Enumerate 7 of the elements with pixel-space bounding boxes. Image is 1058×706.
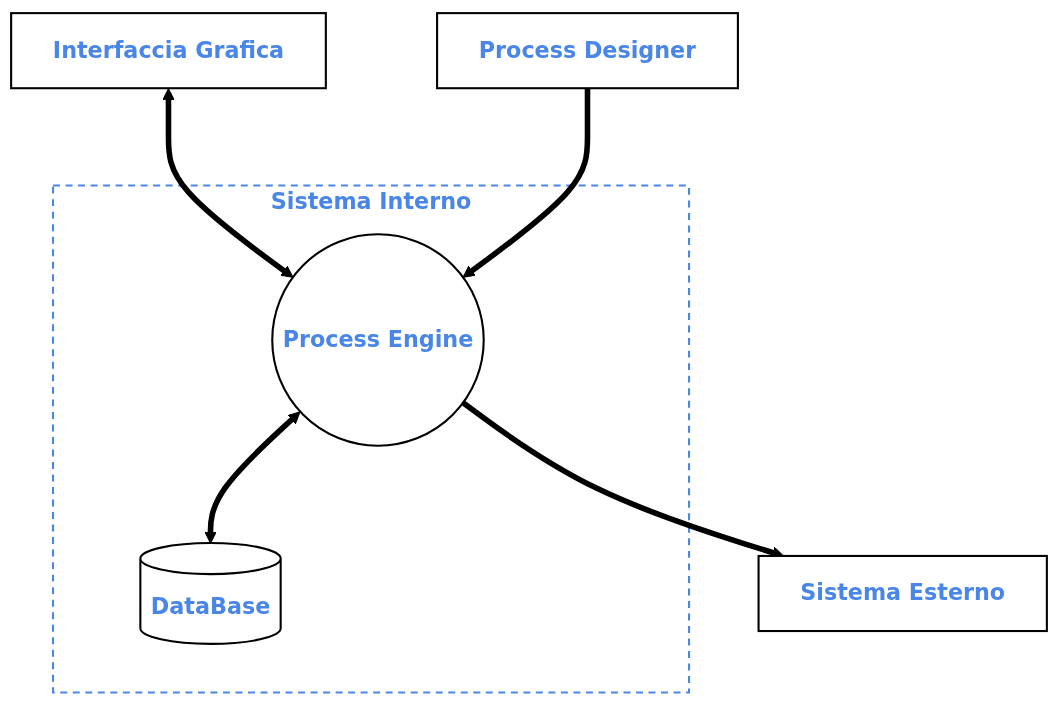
- arrow: [162, 88, 294, 278]
- arrow: [204, 411, 301, 544]
- node-box: Interfaccia Grafica: [10, 12, 327, 90]
- node-circle: Process Engine: [271, 233, 485, 447]
- arrow: [462, 88, 591, 278]
- node-box: Sistema Esterno: [757, 555, 1048, 633]
- node-box: Process Designer: [436, 12, 739, 90]
